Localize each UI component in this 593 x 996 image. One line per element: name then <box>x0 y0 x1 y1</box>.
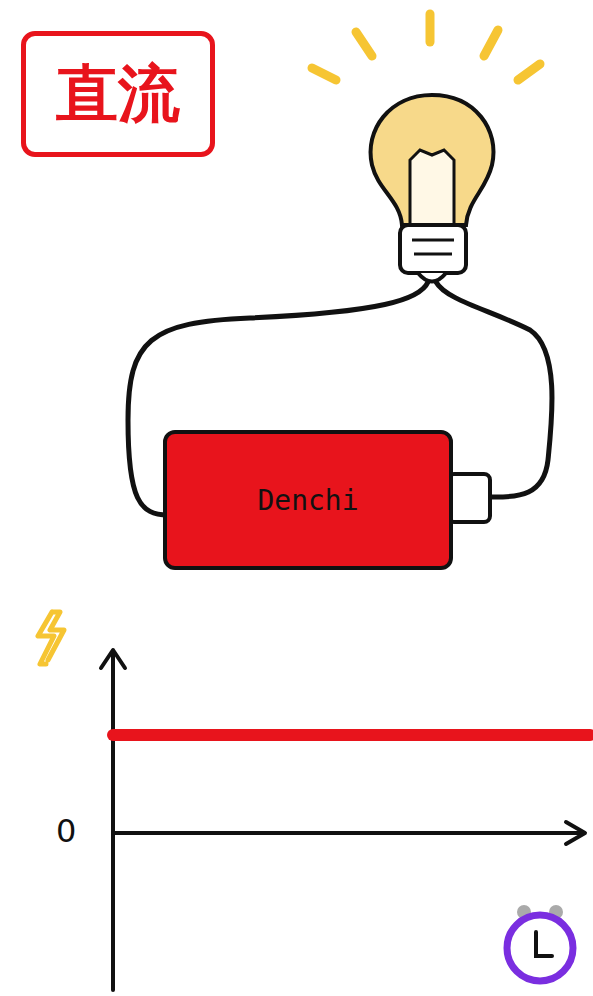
signal-line <box>113 729 590 741</box>
node-text: Denchi <box>257 484 358 517</box>
heading-box: 直流 <box>21 31 215 157</box>
graph-axes <box>101 650 585 990</box>
light-bulb <box>371 95 494 282</box>
battery-terminal <box>448 474 490 522</box>
battery-box: Denchi <box>163 430 453 570</box>
axis-origin: 0 <box>56 812 76 850</box>
clock-icon <box>507 905 573 981</box>
node-text: 直流 <box>56 52 180 136</box>
light-rays <box>312 14 540 80</box>
lightning-icon <box>38 612 64 664</box>
